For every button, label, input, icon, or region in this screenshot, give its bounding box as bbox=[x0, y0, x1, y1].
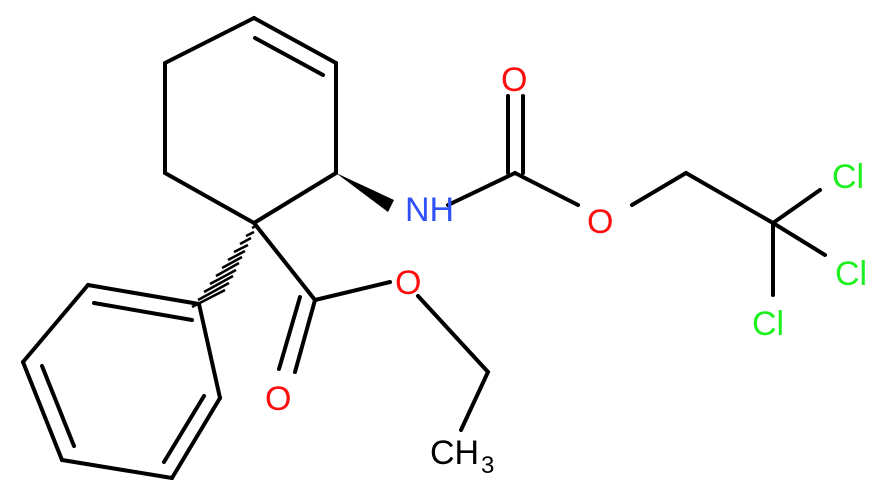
phenyl-bond bbox=[86, 283, 201, 306]
hashed-wedge-bond bbox=[191, 224, 257, 309]
ester-carbonyl-bond-2 bbox=[277, 295, 302, 371]
atom-label-methyl: CH bbox=[430, 434, 479, 472]
atom-label-chlorine: Cl bbox=[832, 158, 864, 196]
atom-label-chlorine: Cl bbox=[752, 305, 784, 343]
ring-bond bbox=[252, 171, 338, 225]
trichloroethyl-bond bbox=[771, 221, 827, 257]
trichloroethyl-bond bbox=[684, 171, 775, 225]
ring-double-bond bbox=[252, 16, 338, 65]
carbamate-bond bbox=[513, 171, 580, 207]
phenyl-bond-inner bbox=[40, 364, 76, 448]
phenyl-bond bbox=[197, 302, 222, 400]
atom-label-oxygen: O bbox=[395, 264, 421, 302]
ethyl-bond bbox=[416, 294, 490, 374]
atom-label-chlorine: Cl bbox=[835, 255, 867, 293]
ester-carbonyl-bond bbox=[293, 298, 317, 374]
carbamate-bond bbox=[446, 171, 517, 207]
ring-bond bbox=[163, 171, 256, 225]
phenyl-bond-inner bbox=[162, 394, 206, 464]
phenyl-bond bbox=[21, 283, 90, 364]
phenyl-bond bbox=[60, 458, 174, 480]
phenyl-bond bbox=[170, 396, 222, 480]
ring-bond bbox=[163, 16, 256, 65]
phenyl-bond-inner bbox=[92, 301, 194, 322]
ring-double-bond-inner bbox=[253, 36, 325, 77]
atom-label-oxygen: O bbox=[587, 203, 613, 241]
atom-label-nitrogen: NH bbox=[405, 191, 454, 229]
ester-bond bbox=[313, 280, 392, 302]
wedge-bond bbox=[336, 173, 394, 212]
trichloroethyl-bond bbox=[771, 188, 822, 225]
phenyl-bond bbox=[21, 360, 64, 462]
atom-label-methyl-subscript: 3 bbox=[481, 452, 494, 479]
atom-label-oxygen: O bbox=[265, 380, 291, 418]
carbamate-bond bbox=[630, 171, 688, 207]
ester-bond bbox=[252, 221, 317, 302]
atom-label-oxygen: O bbox=[501, 61, 527, 99]
ethyl-bond bbox=[459, 370, 490, 432]
